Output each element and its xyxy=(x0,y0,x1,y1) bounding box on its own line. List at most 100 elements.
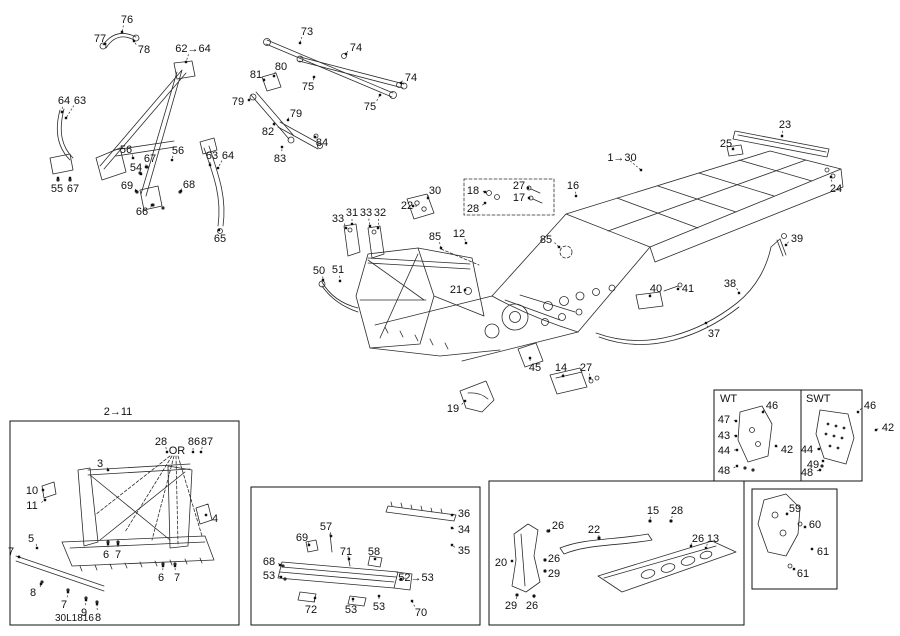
line-art-stroke xyxy=(484,323,500,339)
callout-or: OR xyxy=(169,445,186,457)
line-art-stroke xyxy=(834,424,838,428)
line-art-stroke xyxy=(374,295,579,362)
leader-endpoint xyxy=(312,75,316,79)
line-art-stroke xyxy=(384,326,449,350)
callout-10: 10 xyxy=(26,485,38,497)
callout-29: 29 xyxy=(505,600,517,612)
inset-front-module-art xyxy=(15,455,215,604)
diagram-code: 30L1816 xyxy=(55,613,94,624)
callout-41: 41 xyxy=(682,283,694,295)
callout-72: 72 xyxy=(305,604,317,616)
callout-16: 16 xyxy=(567,180,579,192)
line-art-stroke xyxy=(417,247,485,317)
leader-endpoint xyxy=(64,116,68,120)
leader-endpoint xyxy=(199,450,203,454)
callout-82: 82 xyxy=(262,126,274,138)
callout-79: 79 xyxy=(232,96,244,108)
line-art-stroke xyxy=(757,493,801,557)
line-art-stroke xyxy=(755,441,761,447)
leader-line xyxy=(345,50,349,55)
inset-box-label-swt: SWT xyxy=(806,393,831,405)
callout-61: 61 xyxy=(797,568,809,580)
leader-endpoint xyxy=(377,594,381,598)
callout-5: 5 xyxy=(28,533,34,545)
leader-line xyxy=(762,409,765,413)
callout-67: 67 xyxy=(144,153,156,165)
leader-line xyxy=(133,40,137,45)
callout-1-30: 1→30 xyxy=(607,152,636,164)
callout-46: 46 xyxy=(864,400,876,412)
callout-60: 60 xyxy=(809,519,821,531)
line-art-stroke xyxy=(305,539,383,568)
callout-22: 22 xyxy=(401,200,413,212)
leader-endpoint xyxy=(247,98,251,102)
line-art-stroke xyxy=(592,288,600,296)
leader-endpoint xyxy=(774,444,778,448)
leader-endpoint xyxy=(39,582,43,586)
leader-endpoint xyxy=(669,519,673,523)
callout-39: 39 xyxy=(791,233,803,245)
callout-77: 77 xyxy=(94,33,106,45)
line-art-stroke xyxy=(265,39,394,98)
leader-endpoint xyxy=(543,558,547,562)
leader-line xyxy=(515,594,518,600)
leader-endpoint xyxy=(734,419,738,423)
callout-62-64: 62→64 xyxy=(175,43,210,55)
leader-line xyxy=(314,597,316,603)
leader-endpoint xyxy=(735,448,739,452)
callout-52-53: 52→53 xyxy=(398,572,433,584)
leader-line xyxy=(41,499,46,503)
leader-endpoint xyxy=(528,356,532,360)
line-art-stroke xyxy=(608,284,616,292)
callout-57: 57 xyxy=(320,521,332,533)
line-art-stroke xyxy=(699,550,713,560)
line-art-stroke xyxy=(543,301,553,311)
line-art-stroke xyxy=(594,375,600,381)
callout-54: 54 xyxy=(130,162,142,174)
line-art-stroke xyxy=(283,577,287,581)
line-art-stroke xyxy=(824,432,828,436)
leader-endpoint xyxy=(103,42,107,46)
leader-endpoint xyxy=(399,81,403,85)
leader-endpoint xyxy=(464,241,468,245)
line-art-stroke xyxy=(504,294,576,321)
line-art-stroke xyxy=(491,213,651,333)
leader-endpoint xyxy=(689,544,693,548)
line-art-stroke xyxy=(99,42,107,50)
leader-endpoint xyxy=(35,546,39,550)
callout-75: 75 xyxy=(302,81,314,93)
leader-endpoint xyxy=(818,468,822,472)
line-art-stroke xyxy=(726,144,744,157)
callout-68: 68 xyxy=(263,556,275,568)
line-art-stroke xyxy=(517,342,544,368)
callout-28: 28 xyxy=(155,436,167,448)
leader-line xyxy=(705,543,708,549)
line-art-stroke xyxy=(559,245,573,259)
line-art-stroke xyxy=(836,446,840,450)
line-art-stroke xyxy=(249,93,257,101)
line-art-stroke xyxy=(640,569,656,579)
leader-endpoint xyxy=(411,204,415,208)
callout-87: 87 xyxy=(201,436,213,448)
leader-endpoint xyxy=(735,464,739,468)
callout-36: 36 xyxy=(458,508,470,520)
leader-endpoint xyxy=(95,602,99,606)
line-art-stroke xyxy=(595,246,772,345)
callout-34: 34 xyxy=(458,524,470,536)
line-art-stroke xyxy=(79,557,203,572)
leader-line xyxy=(35,543,38,549)
leader-endpoint xyxy=(588,376,592,380)
callout-69: 69 xyxy=(121,180,133,192)
line-art-stroke xyxy=(298,56,405,89)
line-art-stroke xyxy=(440,248,480,266)
leader-endpoint xyxy=(439,246,443,250)
line-art-stroke xyxy=(281,564,285,568)
leader-endpoint xyxy=(648,294,652,298)
line-art-stroke xyxy=(367,257,471,270)
line-art-stroke xyxy=(511,523,541,593)
callout-51: 51 xyxy=(332,264,344,276)
line-art-stroke xyxy=(828,444,832,448)
inset-box-front-module xyxy=(9,420,240,626)
callout-33: 33 xyxy=(360,207,372,219)
